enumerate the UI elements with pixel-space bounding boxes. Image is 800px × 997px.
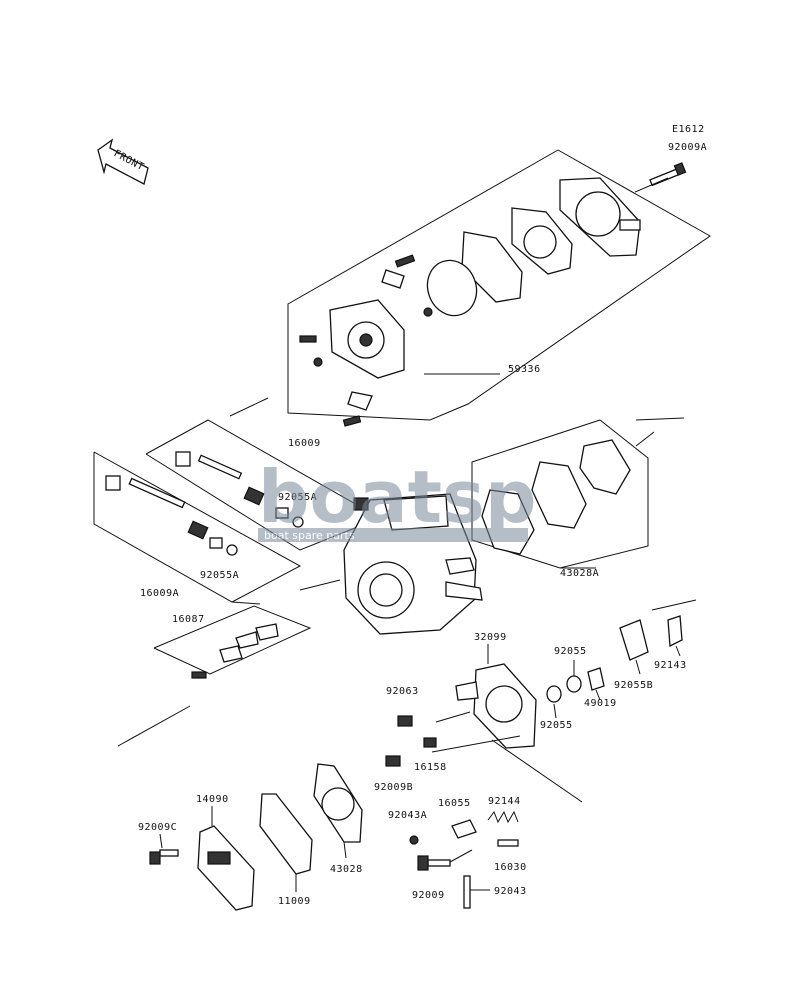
kit-16087-group	[117, 605, 312, 747]
label-92009A: 92009A	[668, 142, 707, 153]
kit-59336-group	[229, 149, 711, 427]
gasket-11009	[259, 793, 313, 892]
label-92055B: 92055B	[614, 680, 653, 691]
label-92144: 92144	[488, 796, 521, 807]
label-92143: 92143	[654, 660, 687, 671]
label-16055: 16055	[438, 798, 471, 809]
pump-body	[329, 299, 405, 379]
label-16009A: 16009A	[140, 588, 179, 599]
label-16087: 16087	[172, 614, 205, 625]
label-43028A: 43028A	[560, 568, 599, 579]
watermark-logo: boatsp boat spare parts	[258, 455, 536, 542]
label-49019: 49019	[584, 698, 617, 709]
oring-92055	[546, 660, 605, 719]
pin-92043A	[409, 835, 419, 845]
kit-32099-group	[431, 644, 583, 803]
screw-16158	[423, 737, 437, 748]
kit-16009A-group	[93, 451, 302, 605]
needle-16030	[497, 839, 519, 847]
spring-92144	[487, 810, 519, 824]
screw-92009C	[149, 833, 179, 865]
pump-cover	[559, 177, 641, 257]
diaphragm-43028	[313, 763, 363, 859]
label-92055-bot: 92055	[540, 720, 573, 731]
label-92055-top: 92055	[554, 646, 587, 657]
label-16030: 16030	[494, 862, 527, 873]
label-92043: 92043	[494, 886, 527, 897]
label-92063: 92063	[386, 686, 419, 697]
label-16009: 16009	[288, 438, 321, 449]
diagram-code: E1612	[672, 124, 705, 135]
cap-92055B	[619, 599, 697, 675]
screw-92063	[397, 715, 413, 727]
label-59336: 59336	[508, 364, 541, 375]
label-14090: 14090	[196, 794, 229, 805]
label-92009B: 92009B	[374, 782, 413, 793]
label-92055A-top: 92055A	[278, 492, 317, 503]
screw-92009	[417, 849, 473, 871]
label-43028: 43028	[330, 864, 363, 875]
screw-92009B	[385, 755, 401, 767]
bolt-92009A	[649, 162, 687, 187]
label-92009C: 92009C	[138, 822, 177, 833]
cover-14090	[197, 806, 255, 911]
label-32099: 32099	[474, 632, 507, 643]
label-11009: 11009	[278, 896, 311, 907]
label-16158: 16158	[414, 762, 447, 773]
o-ring-large	[426, 259, 478, 317]
front-arrow-icon: FRONT	[97, 138, 149, 185]
watermark-tagline: boat spare parts	[264, 529, 355, 542]
lever-16055	[451, 819, 477, 839]
label-92043A: 92043A	[388, 810, 427, 821]
pin-92043	[463, 875, 490, 909]
label-92009: 92009	[412, 890, 445, 901]
watermark-text: boatsp	[258, 455, 536, 539]
label-92055A-bot: 92055A	[200, 570, 239, 581]
